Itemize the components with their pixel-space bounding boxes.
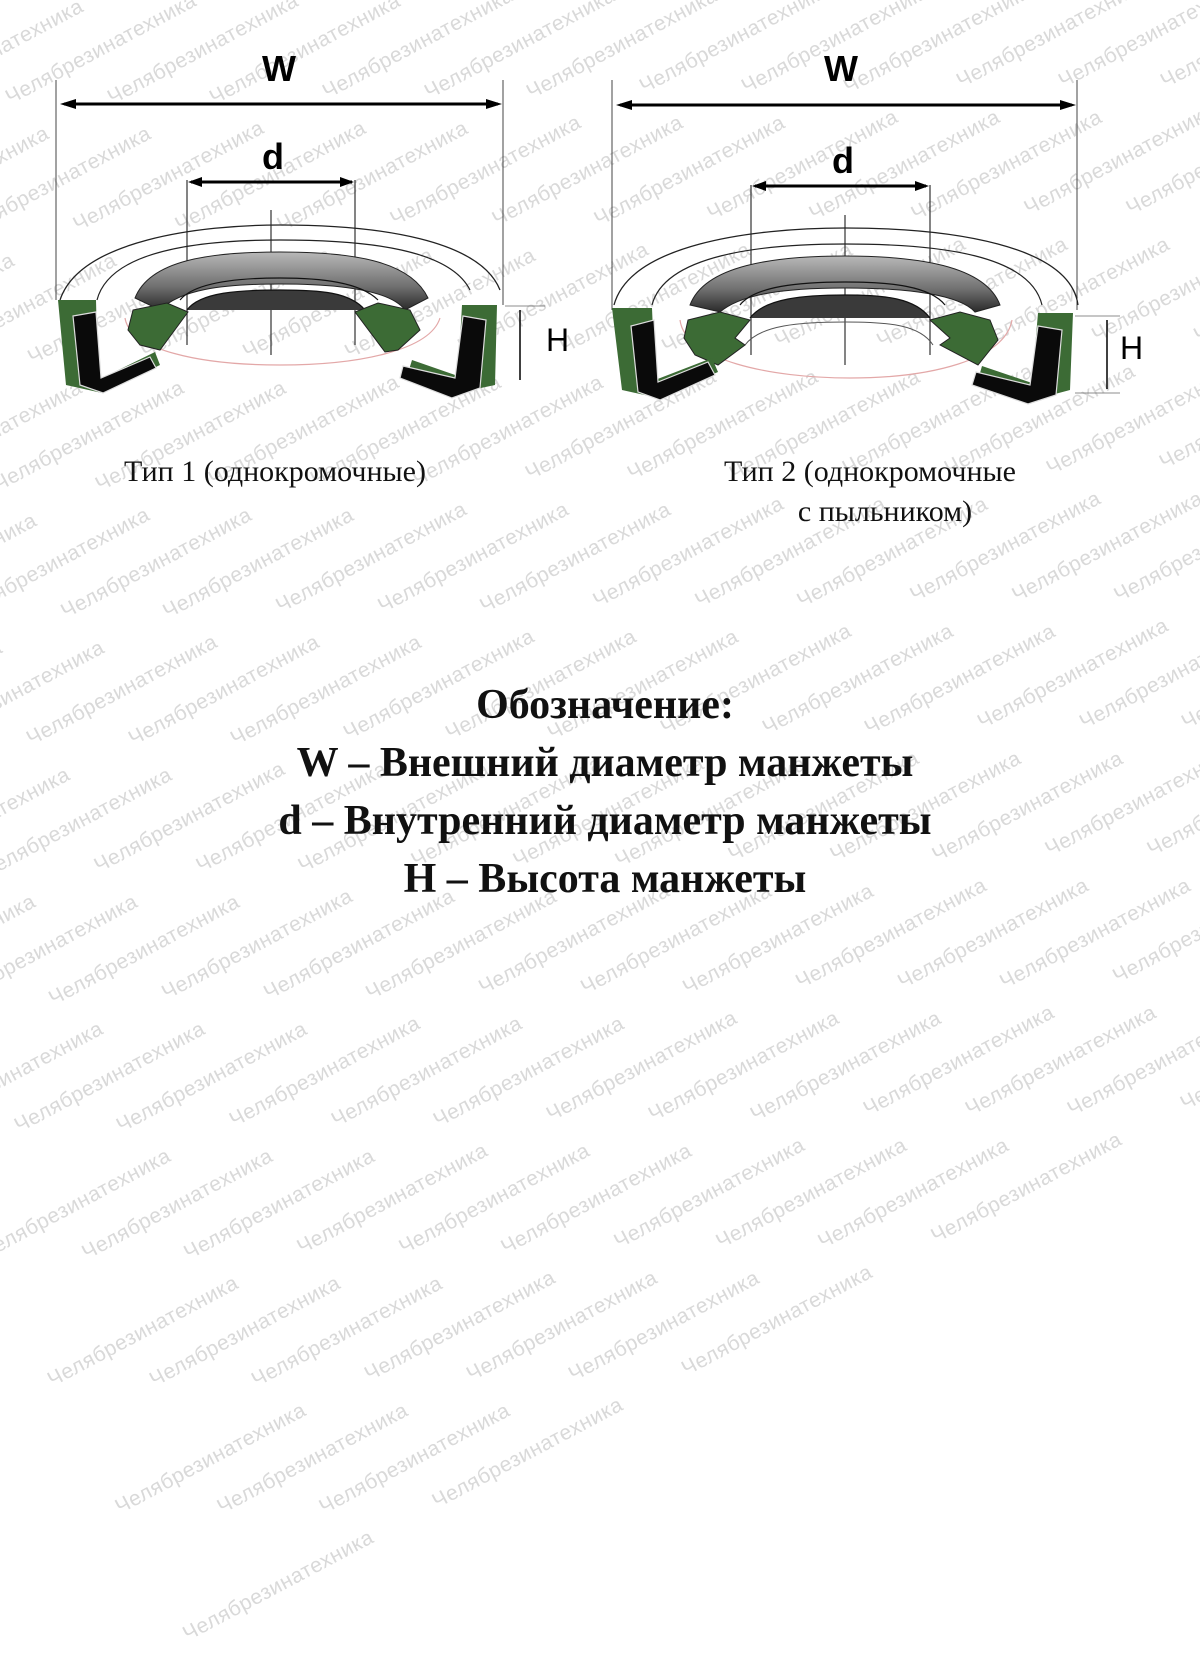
seal-diagram-type1 bbox=[0, 0, 600, 440]
seal-cross-section-type1 bbox=[55, 80, 545, 399]
legend-item-w: W – Внешний диаметр манжеты bbox=[296, 740, 914, 786]
w-dimension-label: W bbox=[824, 48, 858, 89]
legend: Обозначение: W – Внешний диаметр манжеты… bbox=[0, 676, 1200, 908]
caption-line: Тип 1 (однокромочные) bbox=[124, 455, 426, 488]
w-dimension-label: W bbox=[262, 48, 296, 89]
watermark-row: ЧелябрезинатехникаЧелябрезинатехникаЧеля… bbox=[43, 740, 1200, 1392]
seal-diagram-type2 bbox=[600, 0, 1200, 440]
legend-item-d: d – Внутренний диаметр манжеты bbox=[278, 798, 932, 844]
caption-type1: Тип 1 (однокромочные) bbox=[60, 452, 490, 492]
h-dimension-label: H bbox=[1120, 330, 1144, 366]
d-dimension-label: d bbox=[262, 136, 284, 177]
seal-cross-section-type2 bbox=[611, 80, 1120, 405]
d-dimension-label: d bbox=[832, 140, 854, 181]
legend-item-h: H – Высота манжеты bbox=[403, 856, 807, 902]
legend-title: Обозначение: bbox=[476, 682, 734, 728]
caption-line: с пыльником) bbox=[797, 495, 973, 528]
caption-line: Тип 2 (однокромочные bbox=[724, 455, 1016, 488]
caption-type2: Тип 2 (однокромочные с пыльником) bbox=[650, 452, 1090, 532]
watermark-row: ЧелябрезинатехникаЧелябрезинатехникаЧеля… bbox=[180, 613, 1200, 1265]
h-dimension-label: H bbox=[546, 322, 570, 358]
